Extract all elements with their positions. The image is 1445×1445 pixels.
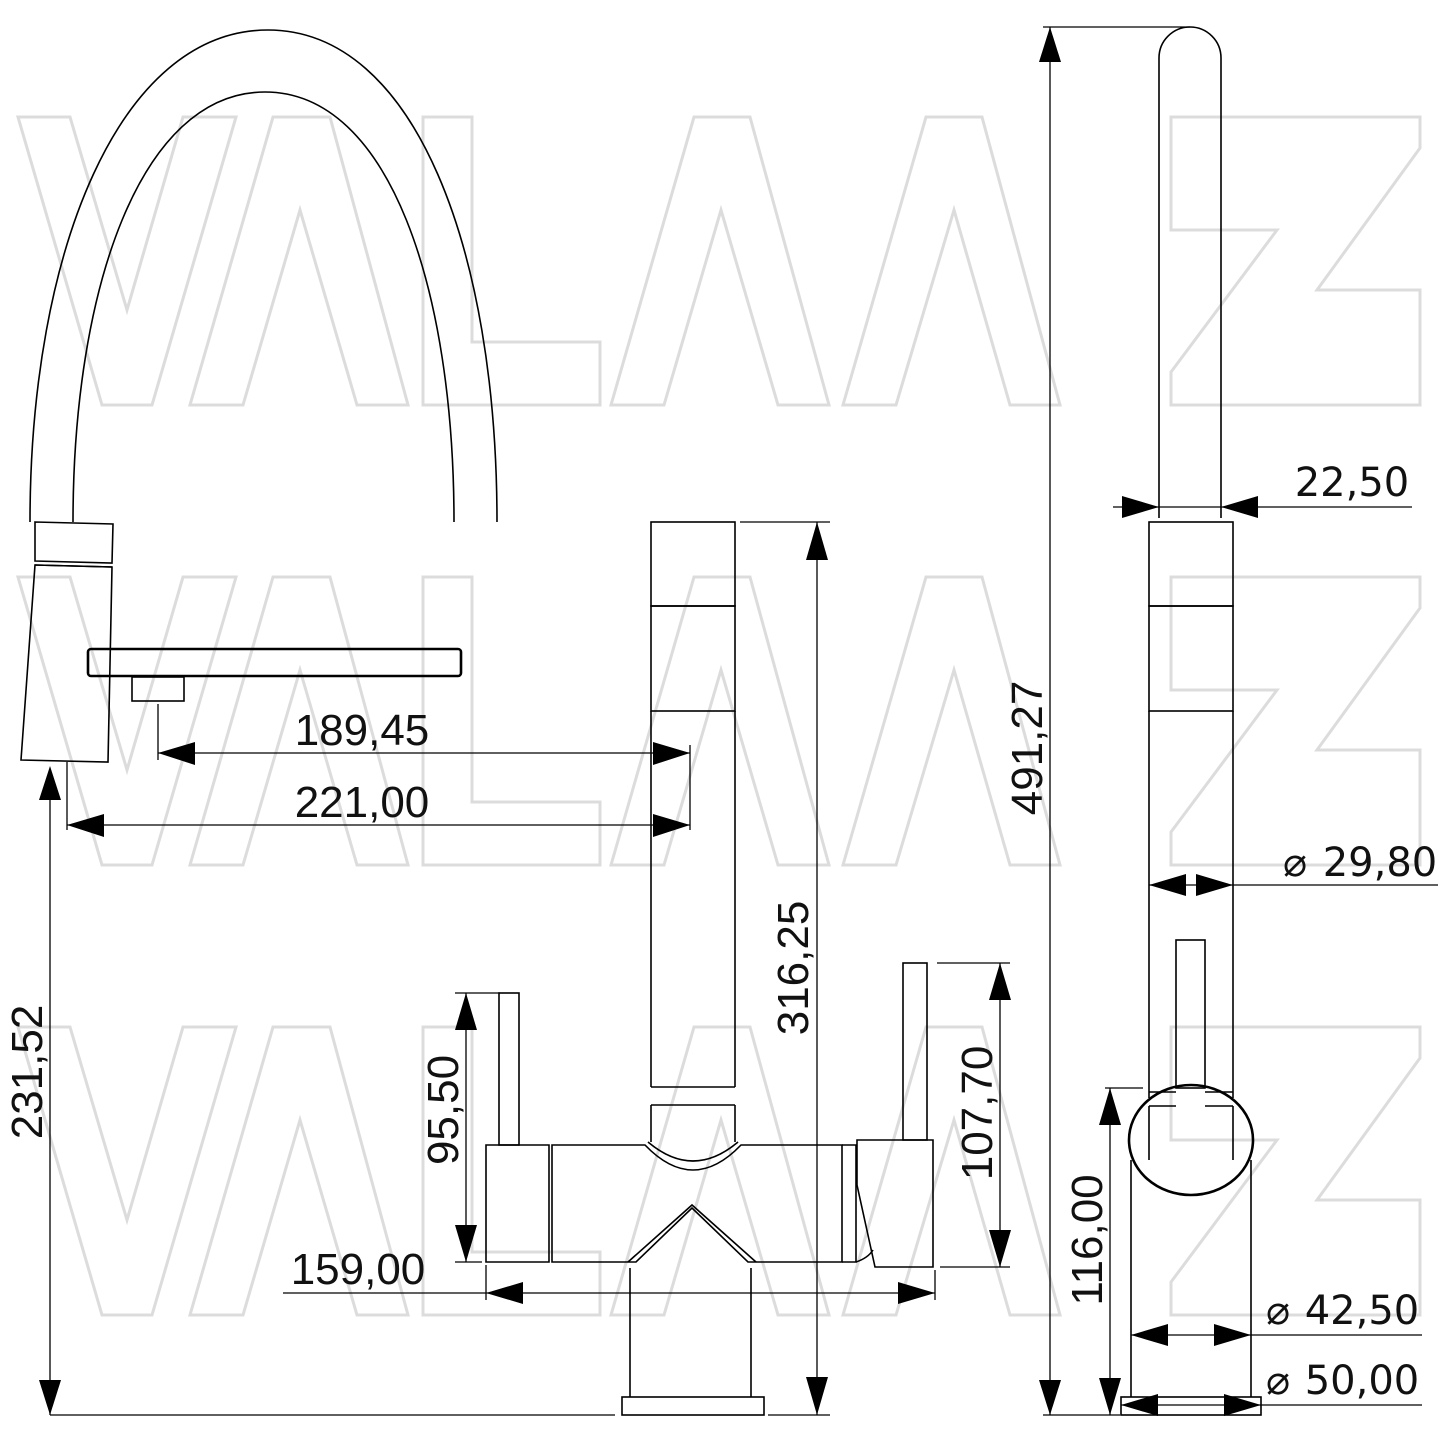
right-cartridge	[856, 1139, 934, 1268]
watermark-row-2	[16, 575, 1422, 867]
base-plate	[621, 1396, 765, 1416]
dim-side-handle-height: 116,00	[1063, 1174, 1112, 1305]
diameter-symbol: ⌀	[1266, 1288, 1290, 1334]
dim-spout-clearance: 231,52	[3, 1005, 52, 1140]
aerator	[131, 676, 185, 702]
dim-body-width: 159,00	[291, 1245, 426, 1294]
watermark-row-3	[16, 1025, 1422, 1317]
side-body-column-mid	[1148, 605, 1234, 712]
dim-spout-pipe-width: 22,50	[1295, 460, 1410, 506]
side-base-plate	[1120, 1396, 1262, 1416]
front-view	[20, 29, 934, 1416]
diameter-symbol: ⌀	[1266, 1358, 1290, 1404]
body-column-top	[650, 521, 736, 607]
side-handle	[1175, 939, 1206, 1089]
spout-hose-inner	[72, 91, 455, 523]
side-dimensions: 491,27 22,50 ⌀ 29,80 116,00 ⌀ 42,50 ⌀ 50…	[1003, 26, 1438, 1416]
dim-right-handle-height: 107,70	[953, 1046, 1002, 1181]
dim-spout-reach-total: 221,00	[295, 778, 430, 827]
spray-head-collar	[34, 521, 114, 564]
dim-body-height: 316,25	[769, 901, 818, 1036]
spout-arm	[86, 647, 463, 678]
body-column-mid	[650, 605, 736, 712]
side-spout-pipe	[1158, 26, 1222, 518]
dim-left-handle-height: 95,50	[419, 1055, 468, 1165]
watermark-valaz	[16, 115, 1422, 1317]
dim-total-height: 491,27	[1003, 681, 1052, 816]
front-dimensions: 189,45 221,00 231,52 316,25 95,50 1	[3, 521, 1011, 1416]
dim-body-diameter: 29,80	[1323, 840, 1438, 886]
watermark-row-1	[16, 115, 1422, 407]
dim-base-diameter-outer: 50,00	[1305, 1358, 1420, 1404]
spray-head-body	[20, 564, 113, 763]
diameter-symbol: ⌀	[1283, 840, 1307, 886]
left-handle	[498, 992, 520, 1146]
side-body-column-top	[1148, 521, 1234, 607]
side-mixer-body	[1127, 1083, 1255, 1197]
dim-spout-reach-nozzle: 189,45	[295, 706, 430, 755]
right-handle	[902, 962, 928, 1141]
mixer-body	[485, 1144, 550, 1263]
spout-hose-outer	[29, 29, 498, 523]
side-view	[1120, 26, 1262, 1416]
dim-base-diameter-inner: 42,50	[1305, 1288, 1420, 1334]
